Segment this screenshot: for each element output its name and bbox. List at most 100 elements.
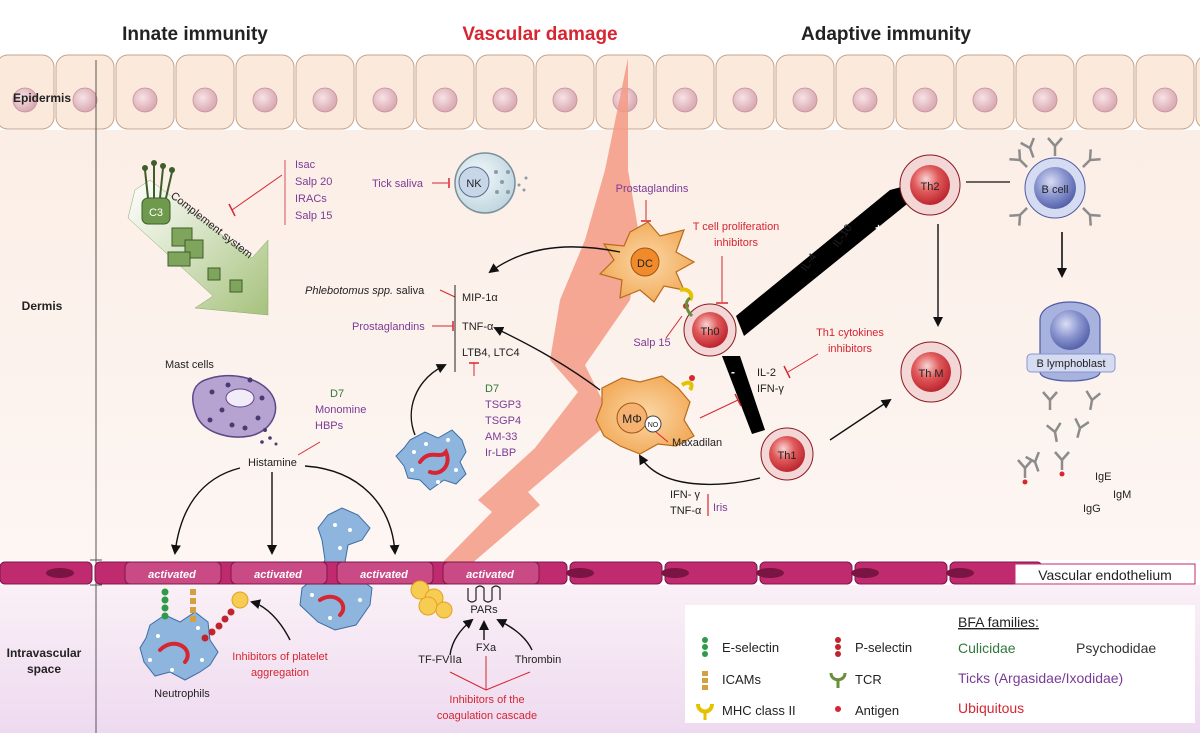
legend-p-selectin-icon [835, 637, 841, 657]
endothelial-nucleus [661, 568, 689, 578]
cell-nucleus [432, 87, 458, 113]
salp20-label: Salp 20 [295, 176, 332, 188]
pars-receptor [467, 585, 501, 603]
label-dermis: Dermis [22, 299, 63, 313]
tsgp4-label: TSGP4 [485, 415, 521, 427]
endothelial-nucleus [946, 568, 974, 578]
vascular-endothelium [0, 561, 1043, 585]
tf-fviia-label: TF-FVIIa [418, 654, 462, 666]
c3-label: C3 [149, 207, 163, 219]
dendritic-cell: DC [598, 221, 696, 303]
cell-nucleus [1032, 87, 1058, 113]
legend-ticks: Ticks (Argasidae/Ixodidae) [958, 670, 1123, 686]
mip-label: MIP-1α [462, 292, 498, 304]
tcell-inhib-label-1: T cell proliferation [693, 221, 780, 233]
cell-nucleus [192, 87, 218, 113]
legend-culicidae: Culicidae [958, 640, 1016, 656]
th1-cell: Th1 [760, 427, 814, 481]
activated-4: activated [466, 569, 514, 581]
header-vascular: Vascular damage [462, 24, 617, 45]
d7-mediator-label: D7 [485, 383, 499, 395]
cell-nucleus [492, 87, 518, 113]
p-selectin-marker [201, 608, 235, 642]
isac-label: Isac [295, 159, 316, 171]
no-label: NO [648, 422, 659, 429]
header-adaptive: Adaptive immunity [801, 24, 971, 45]
nk-cell: NK [454, 152, 528, 214]
dc-label: DC [637, 258, 653, 270]
b-lymphoblast: B lymphoblast [1026, 301, 1116, 382]
antibody-icon [1074, 417, 1090, 438]
cell-nucleus [372, 87, 398, 113]
activated-3: activated [360, 569, 408, 581]
activated-1: activated [148, 569, 196, 581]
platelet-cluster [410, 580, 453, 619]
legend-title: BFA families: [958, 614, 1039, 630]
mast-cells-label: Mast cells [165, 359, 214, 371]
hbps-label: HBPs [315, 420, 344, 432]
legend-e-selectin-icon [702, 637, 708, 657]
label-epidermis: Epidermis [13, 91, 71, 105]
tick-saliva-label: Tick saliva [372, 178, 424, 190]
activated-2: activated [254, 569, 302, 581]
iris-label: Iris [713, 502, 728, 514]
cell-nucleus [1152, 87, 1178, 113]
antibody-icon [1009, 207, 1028, 226]
cell-nucleus [312, 87, 338, 113]
neutrophil-dermis [395, 429, 467, 491]
minus-sign: - [731, 365, 735, 379]
ltb-label: LTB4, LTC4 [462, 347, 520, 359]
thm-cell: Th M [900, 341, 962, 403]
endothelial-nucleus [756, 568, 784, 578]
th2-label: Th2 [921, 181, 940, 193]
mphi-label: MΦ [622, 412, 642, 426]
legend-tcr: TCR [855, 672, 882, 687]
legend-mhc-icon [696, 703, 714, 720]
histamine-label: Histamine [248, 457, 297, 469]
b-lymphoblast-label: B lymphoblast [1036, 358, 1105, 370]
legend-ubiquitous: Ubiquitous [958, 700, 1024, 716]
cell-nucleus [972, 87, 998, 113]
legend-p-selectin: P-selectin [855, 640, 912, 655]
activated-endothelial-cell [230, 561, 328, 585]
antibody-icon [1045, 422, 1062, 443]
th1-label: Th1 [778, 450, 797, 462]
th1-inhib-label-1: Th1 cytokines [816, 327, 884, 339]
endothelial-nucleus [566, 568, 594, 578]
platelet-small [231, 591, 249, 609]
maxadilan-label: Maxadilan [672, 437, 722, 449]
fxa-label: FXa [476, 642, 497, 654]
tcell-inhib-label-2: inhibitors [714, 237, 759, 249]
legend-antigen-icon [835, 706, 841, 712]
macrophage: MΦ NO [595, 375, 695, 455]
th0-cell: Th0 [683, 303, 737, 357]
thm-label: Th M [918, 368, 943, 380]
endothelial-nucleus [46, 568, 74, 578]
prostaglandins-right-label: Prostaglandins [616, 183, 689, 195]
antibody-icon [1009, 149, 1028, 168]
pars-label: PARs [470, 604, 498, 616]
il2-label: IL-2 [757, 367, 776, 379]
icam-marker [190, 589, 196, 622]
b-cell: B cell [1024, 157, 1086, 219]
cell-nucleus [132, 87, 158, 113]
phlebotomus-label: Phlebotomus spp. saliva [305, 285, 425, 297]
tsgp3-label: TSGP3 [485, 399, 521, 411]
vascular-damage-wedge [440, 58, 640, 565]
activated-endothelial-cell [336, 561, 434, 585]
am33-label: AM-33 [485, 431, 517, 443]
salp15-adaptive-label: Salp 15 [633, 337, 670, 349]
legend-psychodidae: Psychodidae [1076, 640, 1156, 656]
platelet-inhib-label-2: aggregation [251, 667, 309, 679]
legend-e-selectin: E-selectin [722, 640, 779, 655]
activated-endothelial-cell [442, 561, 540, 585]
prostaglandins-left-label: Prostaglandins [352, 321, 425, 333]
plus-sign: + [875, 221, 882, 235]
legend: E-selectin ICAMs MHC class II P-selectin… [685, 605, 1195, 723]
iracs-label: IRACs [295, 193, 327, 205]
cell-nucleus [552, 87, 578, 113]
cell-nucleus [732, 87, 758, 113]
b-cell-receptors [1009, 137, 1101, 226]
legend-icam-icon [702, 671, 708, 690]
